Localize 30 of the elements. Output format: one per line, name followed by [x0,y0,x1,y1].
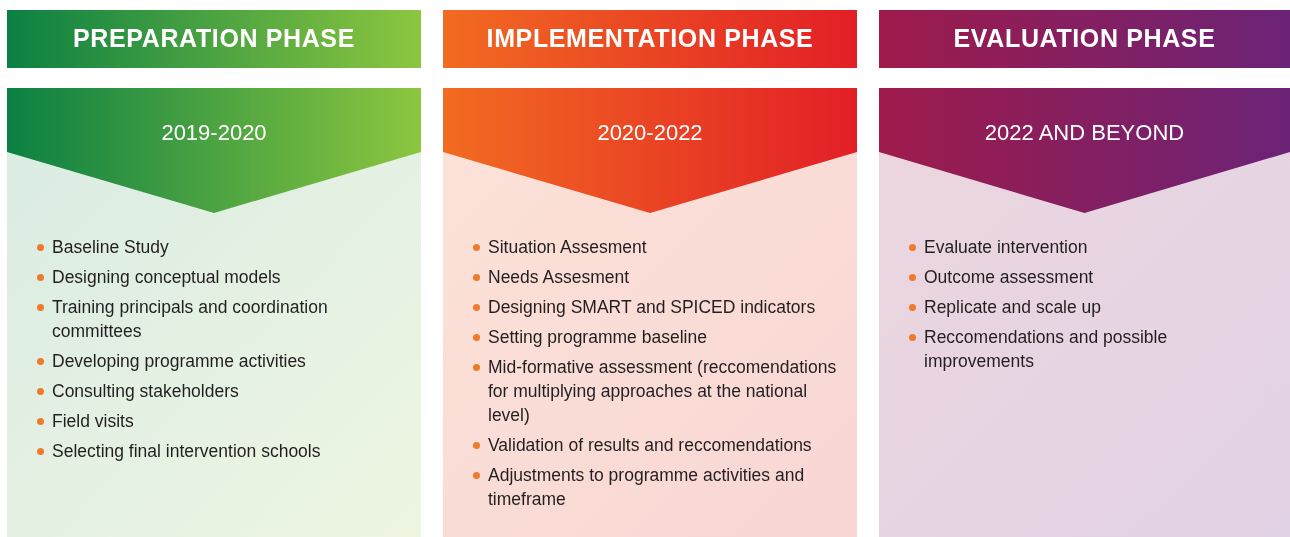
phase-panel [879,88,1290,537]
year-range: 2022 AND BEYOND [984,120,1185,145]
list-item: Consulting stakeholders [52,380,239,403]
list-item: Evaluate intervention [924,236,1088,259]
year-range: 2020-2022 [597,120,703,145]
chevron-banner [7,88,421,213]
list-item: Selecting final intervention schools [52,440,321,463]
list-item: Training principals and coordination committees [52,296,329,343]
list-item: Mid-formative assessment (reccomendations for multiplying approaches at the national level) [488,356,838,427]
list-item: Validation of results and reccomendations [488,434,812,457]
list-item: Setting programme baseline [488,326,707,349]
phase-header: PREPARATION PHASE [7,10,421,68]
list-item: Situation Assesment [488,236,647,259]
phase-panel [443,88,857,537]
phase-header: IMPLEMENTATION PHASE [443,10,857,68]
list-item: Needs Assesment [488,266,630,289]
chevron-banner [443,88,857,213]
phase-panel [7,88,421,537]
list-item: Field visits [52,410,134,433]
list-item: Outcome assessment [924,266,1094,289]
list-item: Baseline Study [52,236,169,259]
list-item: Reccomendations and possible improvements [924,326,1169,373]
list-item: Developing programme activities [52,350,306,373]
list-item: Designing conceptual models [52,266,281,289]
list-item: Designing SMART and SPICED indicators [488,296,816,319]
list-item: Adjustments to programme activities and timeframe [488,464,806,511]
list-item: Replicate and scale up [924,296,1102,319]
year-range: 2019-2020 [161,120,267,145]
chevron-banner [879,88,1290,213]
phase-header: EVALUATION PHASE [879,10,1290,68]
